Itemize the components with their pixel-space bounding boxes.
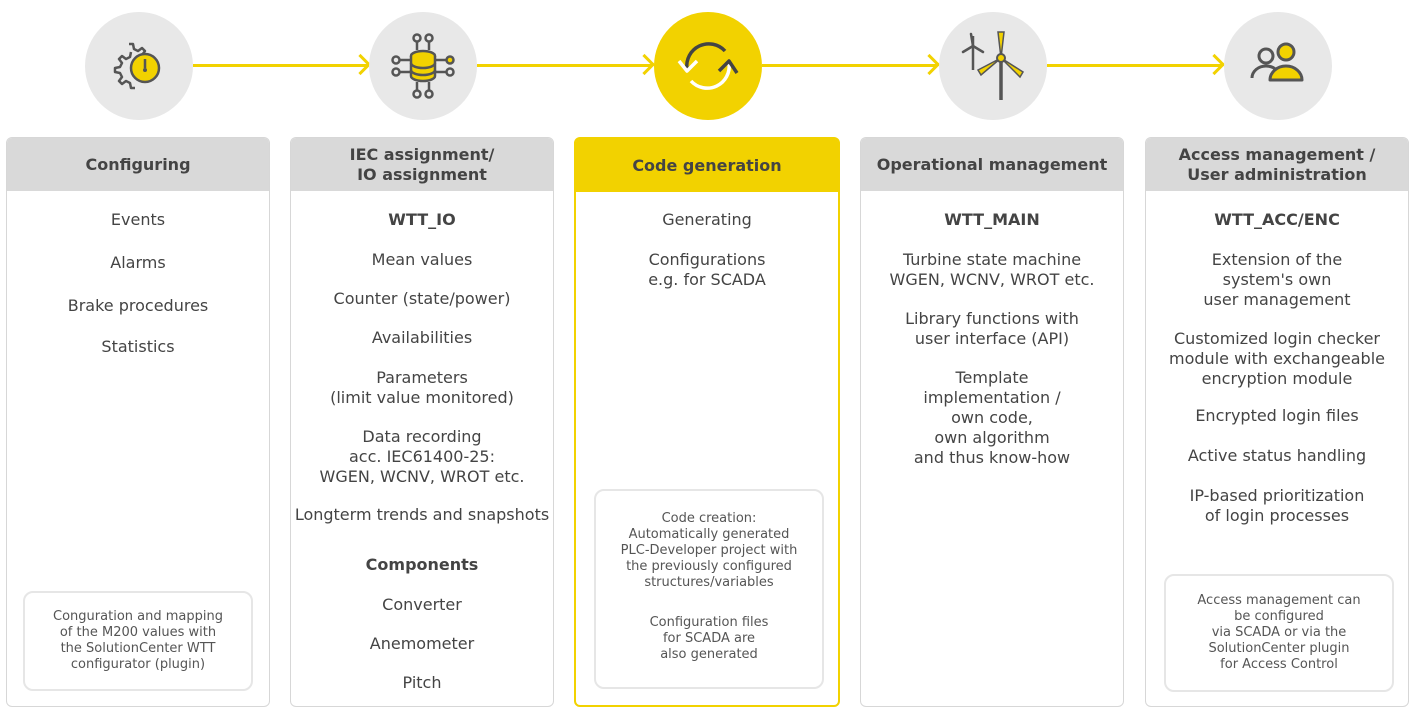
list-item: Configurations e.g. for SCADA bbox=[648, 250, 766, 289]
list-item: Longterm trends and snapshots bbox=[294, 505, 550, 524]
flow-arrow bbox=[762, 64, 936, 67]
module-name: WTT_MAIN bbox=[944, 210, 1040, 229]
list-item: IP-based prioritization of login process… bbox=[1189, 486, 1365, 525]
users-icon bbox=[1250, 42, 1304, 82]
step-access-circle bbox=[1224, 12, 1332, 120]
list-item: Data recording acc. IEC61400-25: WGEN, W… bbox=[319, 427, 525, 486]
list-item: Pitch bbox=[402, 673, 442, 692]
step-iec-circle bbox=[369, 12, 477, 120]
list-item: Extension of the system's own user manag… bbox=[1203, 250, 1351, 309]
column-title: Access management / User administration bbox=[1146, 138, 1408, 191]
section-heading: Components bbox=[365, 555, 479, 574]
note-box: Code creation: Automatically generated P… bbox=[594, 489, 824, 689]
list-item: Statistics bbox=[101, 337, 175, 356]
note-box: Conguration and mapping of the M200 valu… bbox=[23, 591, 253, 691]
module-name: WTT_IO bbox=[388, 210, 456, 229]
list-item: Counter (state/power) bbox=[333, 289, 511, 308]
column-title: Operational management bbox=[861, 138, 1123, 191]
step-operational-circle bbox=[939, 12, 1047, 120]
module-name: WTT_ACC/ENC bbox=[1214, 210, 1340, 229]
gear-gauge-icon bbox=[113, 42, 161, 90]
list-item: Alarms bbox=[110, 253, 166, 272]
flow-arrow bbox=[1047, 64, 1221, 67]
list-item: Availabilities bbox=[371, 328, 473, 347]
list-item: Mean values bbox=[371, 250, 473, 269]
note-text: Configuration files for SCADA are also g… bbox=[649, 615, 769, 662]
column-operational: Operational management WTT_MAIN Turbine … bbox=[860, 137, 1124, 707]
list-item: Turbine state machine WGEN, WCNV, WROT e… bbox=[889, 250, 1095, 289]
column-title: IEC assignment/ IO assignment bbox=[291, 138, 553, 191]
list-item: Active status handling bbox=[1187, 446, 1367, 465]
note-box: Access management can be configured via … bbox=[1164, 574, 1394, 692]
column-access: Access management / User administration … bbox=[1145, 137, 1409, 707]
flow-arrow bbox=[193, 64, 367, 67]
step-configuring-circle bbox=[85, 12, 193, 120]
list-item: Parameters (limit value monitored) bbox=[330, 368, 514, 407]
list-item: Converter bbox=[382, 595, 462, 614]
list-item: Events bbox=[110, 210, 166, 229]
flow-arrow bbox=[477, 64, 651, 67]
note-text: Code creation: Automatically generated P… bbox=[620, 511, 798, 590]
column-title: Configuring bbox=[7, 138, 269, 191]
column-iec: IEC assignment/ IO assignment WTT_IO Mea… bbox=[290, 137, 554, 707]
refresh-icon bbox=[677, 42, 739, 90]
list-item: Encrypted login files bbox=[1195, 406, 1359, 425]
list-item: Brake procedures bbox=[67, 296, 209, 315]
wind-turbine-icon bbox=[961, 31, 1025, 100]
list-item: Generating bbox=[662, 210, 752, 229]
step-codegen-circle bbox=[654, 12, 762, 120]
list-item: Library functions with user interface (A… bbox=[905, 309, 1079, 348]
list-item: Template implementation / own code, own … bbox=[913, 368, 1071, 467]
column-configuring: Configuring Events Alarms Brake procedur… bbox=[6, 137, 270, 707]
column-title: Code generation bbox=[576, 139, 838, 192]
list-item: Anemometer bbox=[369, 634, 475, 653]
list-item: Customized login checker module with exc… bbox=[1169, 329, 1385, 388]
database-network-icon bbox=[391, 33, 455, 99]
column-codegen: Code generation Generating Configuration… bbox=[574, 137, 840, 707]
